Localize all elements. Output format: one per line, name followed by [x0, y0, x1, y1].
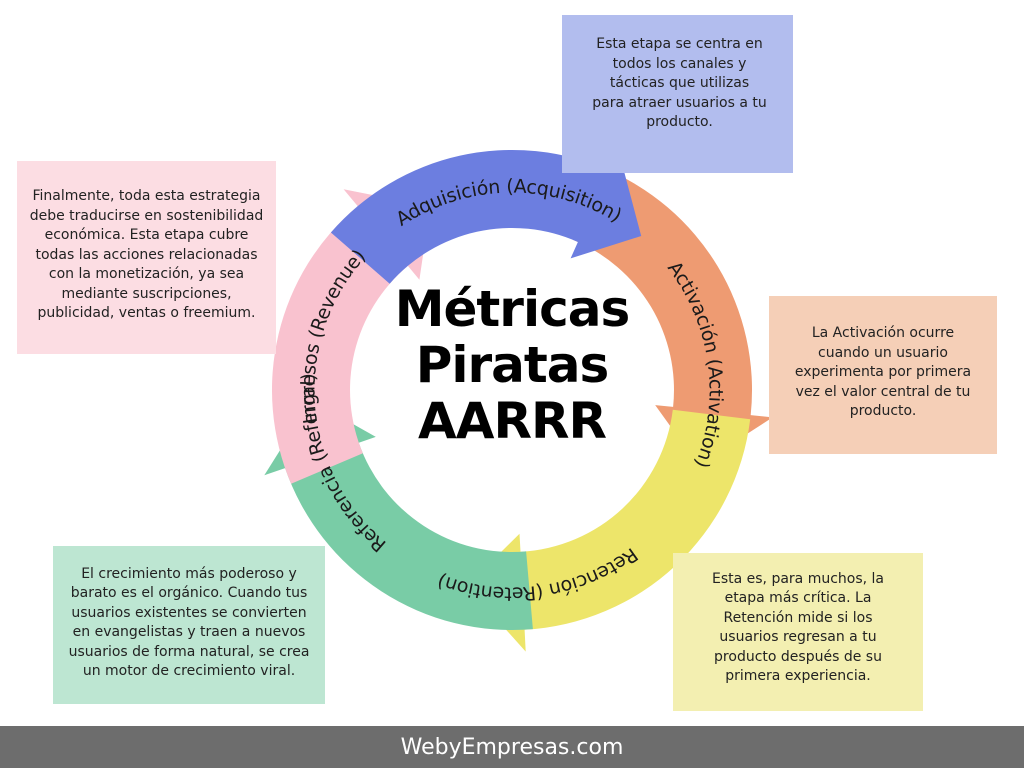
footer-site-link[interactable]: WebyEmpresas.com	[400, 734, 624, 760]
retention-arrow	[466, 409, 751, 652]
acquisition-arrow	[330, 149, 642, 284]
title-line-2: Piratas	[415, 336, 610, 394]
footer-bar: WebyEmpresas.com	[0, 726, 1024, 768]
acquisition-description-box: Esta etapa se centra en todos los canale…	[562, 15, 793, 173]
diagram-title: Métricas Piratas AARRR	[382, 281, 642, 449]
activation-arrow	[572, 167, 773, 466]
revenue-description-box: Finalmente, toda esta estrategia debe tr…	[17, 161, 276, 354]
revenue-description: Finalmente, toda esta estrategia debe tr…	[29, 188, 264, 322]
retention-description-box: Esta es, para muchos, la etapa más críti…	[673, 553, 923, 711]
retention-description: Esta es, para muchos, la etapa más críti…	[711, 570, 885, 685]
title-line-3: AARRR	[418, 392, 607, 450]
activation-description: La Activación ocurre cuando un usuario e…	[794, 325, 972, 420]
aarrr-cycle-diagram: Adquisición (Acquisition)Activación (Act…	[264, 149, 773, 652]
referral-description-box: El crecimiento más poderoso y barato es …	[53, 546, 325, 704]
acquisition-description: Esta etapa se centra en todos los canale…	[592, 36, 767, 131]
referral-description: El crecimiento más poderoso y barato es …	[68, 565, 310, 680]
title-line-1: Métricas	[394, 280, 631, 338]
activation-description-box: La Activación ocurre cuando un usuario e…	[769, 296, 997, 454]
